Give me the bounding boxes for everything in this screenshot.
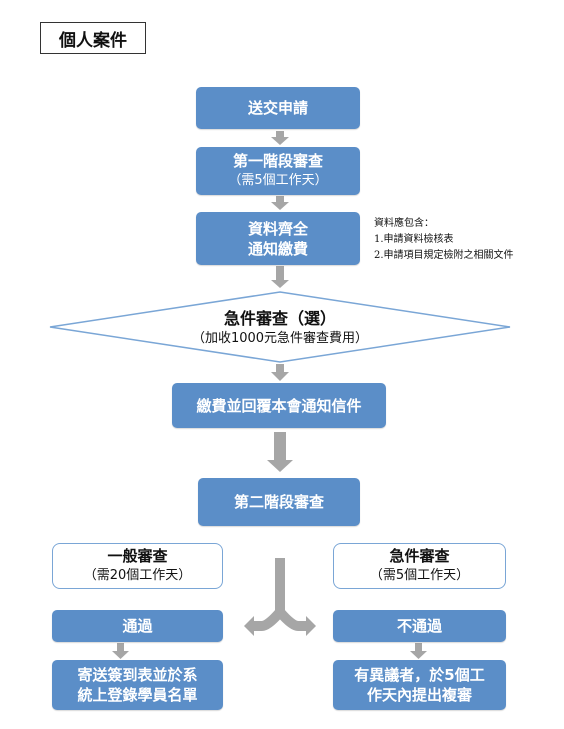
urgent-review-duration: （需5個工作天） [369, 568, 470, 583]
required-documents-note: 資料應包含： 1.申請資料檢核表 2.申請項目規定檢附之相關文件 [374, 216, 559, 264]
documents-complete-line2: 通知繳費 [247, 239, 308, 258]
note-item: 1.申請資料檢核表 [374, 234, 454, 245]
arrow-submit-to-first [271, 131, 289, 145]
urgent-decision-diamond [49, 291, 511, 363]
appeal-line2: 作天內提出複審 [366, 686, 472, 704]
first-review-step: 第一階段審查 （需5個工作天） [196, 147, 360, 195]
page-title: 個人案件 [40, 22, 146, 54]
send-signin-line1: 寄送簽到表並於系 [77, 666, 198, 684]
normal-review-box: 一般審查 （需20個工作天） [52, 543, 223, 589]
documents-complete-step: 資料齊全 通知繳費 [196, 212, 360, 265]
arrow-decision-to-pay [271, 364, 289, 381]
split-arrow [252, 558, 308, 631]
urgent-review-box: 急件審查 （需5個工作天） [333, 543, 506, 589]
normal-review-duration: （需20個工作天） [83, 568, 192, 583]
appeal-line1: 有異議者，於5個工 [354, 666, 485, 684]
first-review-label: 第一階段審查 [232, 152, 323, 170]
fail-result-step: 不通過 [333, 610, 506, 642]
submit-label: 送交申請 [247, 99, 308, 117]
arrow-pass-to-action [112, 643, 129, 659]
arrow-fail-to-action [410, 643, 427, 659]
fail-result-label: 不通過 [396, 617, 442, 635]
normal-review-label: 一般審查 [107, 547, 168, 565]
arrow-pay-to-second [267, 432, 293, 472]
urgent-decision-label: 急件審查（選） [223, 309, 336, 328]
pay-and-reply-step: 繳費並回覆本會通知信件 [172, 383, 386, 428]
pass-result-label: 通過 [122, 617, 153, 635]
urgent-decision-fee: （加收1000元急件審查費用） [191, 331, 369, 346]
first-review-duration: （需5個工作天） [228, 173, 328, 188]
urgent-decision-text: 急件審查（選） （加收1000元急件審查費用） [140, 305, 420, 351]
arrow-complete-to-decision [271, 266, 289, 288]
pay-and-reply-label: 繳費並回覆本會通知信件 [196, 396, 362, 415]
appeal-review-step: 有異議者，於5個工 作天內提出複審 [333, 660, 506, 710]
urgent-review-label: 急件審查 [389, 547, 450, 565]
submit-application-step: 送交申請 [196, 87, 360, 129]
arrow-first-to-complete [271, 196, 289, 210]
pass-result-step: 通過 [52, 610, 223, 642]
note-heading: 資料應包含： [374, 218, 434, 229]
send-signin-line2: 統上登錄學員名單 [77, 686, 198, 704]
send-signin-sheet-step: 寄送簽到表並於系 統上登錄學員名單 [52, 660, 223, 710]
note-item: 2.申請項目規定檢附之相關文件 [374, 250, 514, 261]
second-review-step: 第二階段審查 [198, 478, 360, 526]
second-review-label: 第二階段審查 [233, 493, 324, 511]
documents-complete-line1: 資料齊全 [247, 219, 308, 238]
